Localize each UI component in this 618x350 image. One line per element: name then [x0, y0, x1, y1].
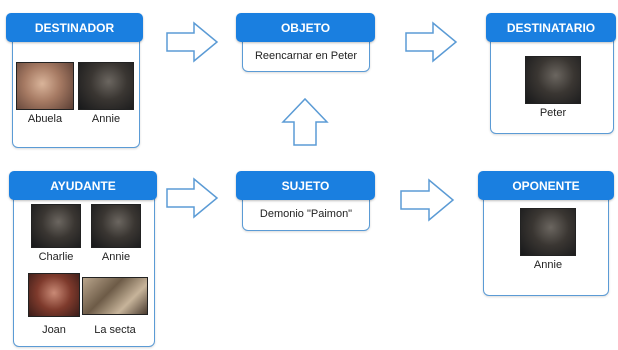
- young-man-photo: [525, 56, 581, 104]
- objeto-header: OBJETO: [236, 13, 375, 42]
- arrow-right-icon: [166, 177, 219, 219]
- person-name: Annie: [101, 251, 131, 263]
- ayudante-person-annie: Annie: [88, 204, 144, 263]
- woman-photo: [78, 62, 134, 110]
- person-name: Peter: [539, 107, 567, 119]
- oponente-header: OPONENTE: [478, 171, 614, 200]
- person-name: Joan: [42, 324, 66, 336]
- arrow-right-icon: [405, 21, 458, 63]
- destinatario-person-peter: Peter: [524, 56, 582, 119]
- destinador-person-abuela: Abuela: [16, 62, 74, 125]
- destinador-person-annie: Annie: [78, 62, 134, 125]
- ayudante-person-joan: Joan: [26, 273, 82, 336]
- arrow-right-icon: [400, 178, 455, 222]
- cult-photo: [82, 277, 148, 315]
- person-name: Annie: [533, 259, 563, 271]
- ayudante-person-la-secta: La secta: [82, 277, 148, 336]
- person-name: Annie: [91, 113, 121, 125]
- ayudante-header: AYUDANTE: [9, 171, 157, 200]
- elderly-woman-photo: [16, 62, 74, 110]
- arrow-up-icon: [281, 97, 329, 146]
- arrow-right-icon: [166, 21, 219, 63]
- objeto-text: Reencarnar en Peter: [254, 50, 358, 62]
- person-name: Charlie: [38, 251, 74, 263]
- sujeto-header: SUJETO: [236, 171, 375, 200]
- woman-photo: [91, 204, 141, 248]
- destinatario-header: DESTINATARIO: [486, 13, 616, 42]
- sujeto-text: Demonio "Paimon": [259, 208, 353, 220]
- oponente-person-annie: Annie: [518, 208, 578, 271]
- woman-photo: [520, 208, 576, 256]
- person-name: Abuela: [27, 113, 63, 125]
- girl-photo: [31, 204, 81, 248]
- ayudante-person-charlie: Charlie: [28, 204, 84, 263]
- person-name: La secta: [94, 324, 136, 336]
- woman-red-photo: [28, 273, 80, 317]
- destinador-header: DESTINADOR: [6, 13, 143, 42]
